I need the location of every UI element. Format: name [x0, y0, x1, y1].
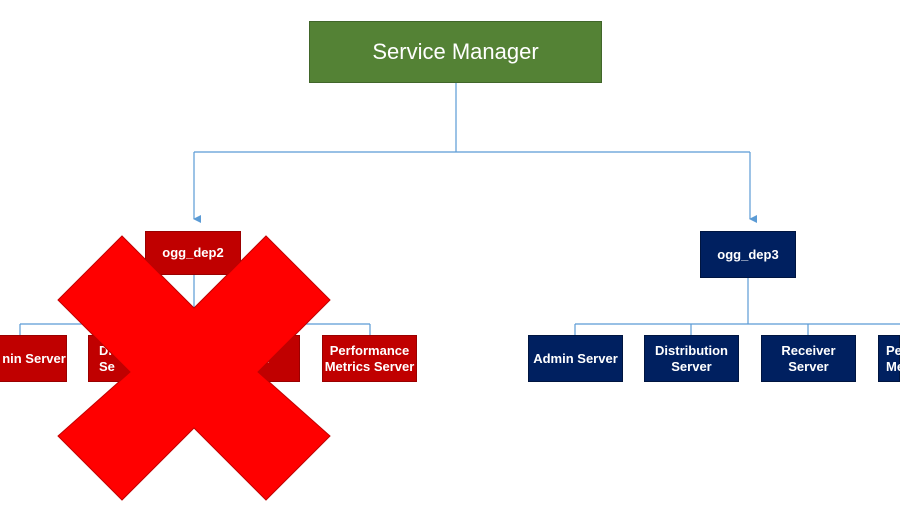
- cross-out-x-shape: [57, 235, 331, 501]
- dep3-admin-server-box: Admin Server: [528, 335, 623, 382]
- dep3-performance-metrics-server-label: Pe Me: [886, 342, 900, 374]
- dep3-distribution-server-label: Distribution Server: [655, 342, 728, 374]
- dep2-admin-server-label: nin Server: [2, 350, 66, 366]
- dep3-distribution-server-box: Distribution Server: [644, 335, 739, 382]
- service-manager-box: Service Manager: [309, 21, 602, 83]
- ogg-dep3-box: ogg_dep3: [700, 231, 796, 278]
- dep2-admin-server-box: nin Server: [0, 335, 67, 382]
- service-manager-label: Service Manager: [372, 39, 539, 64]
- dep2-performance-metrics-server-label: Performance Metrics Server: [324, 342, 415, 374]
- ogg-dep3-label: ogg_dep3: [717, 246, 779, 262]
- dep3-receiver-server-label: Receiver Server: [781, 342, 836, 374]
- dep2-performance-metrics-server-box: Performance Metrics Server: [322, 335, 417, 382]
- dep3-performance-metrics-server-box: Pe Me: [878, 335, 900, 382]
- dep3-receiver-server-box: Receiver Server: [761, 335, 856, 382]
- ogg-dep2-box: ogg_dep2: [145, 231, 241, 275]
- ogg-dep2-label: ogg_dep2: [162, 245, 224, 260]
- dep3-admin-server-label: Admin Server: [533, 350, 618, 366]
